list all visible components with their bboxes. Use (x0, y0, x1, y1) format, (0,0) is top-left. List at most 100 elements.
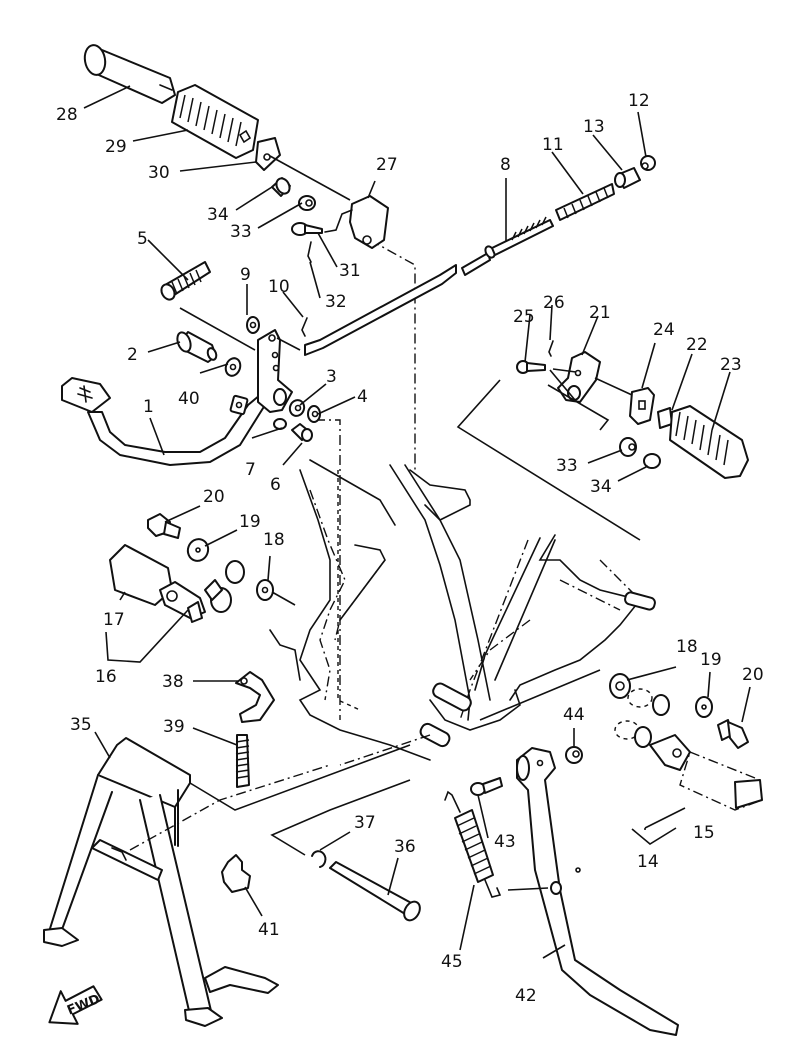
label-31[interactable]: 31 (339, 261, 361, 281)
label-2[interactable]: 2 (127, 345, 138, 365)
part-34-spring-right[interactable] (643, 453, 661, 469)
label-13[interactable]: 13 (583, 117, 605, 137)
part-36-shaft[interactable] (329, 861, 423, 923)
part-33-ball-right[interactable] (619, 437, 637, 457)
part-37-circlip[interactable] (311, 850, 327, 868)
part-1-brake-pedal[interactable] (61, 329, 293, 466)
part-29-footrest-rubber[interactable] (171, 84, 259, 159)
label-35[interactable]: 35 (70, 715, 92, 735)
label-3[interactable]: 3 (326, 367, 337, 387)
label-6[interactable]: 6 (270, 475, 281, 495)
label-22[interactable]: 22 (686, 335, 708, 355)
alignment-line (552, 368, 633, 396)
part-26-cotter-pin[interactable] (548, 340, 554, 357)
part-43-bolt[interactable] (470, 777, 503, 796)
label-28[interactable]: 28 (56, 105, 78, 125)
part-10-cotter-pin[interactable] (301, 317, 308, 337)
part-22-footrest[interactable] (657, 407, 673, 429)
part-20-bolt-right[interactable] (717, 719, 749, 749)
label-20-right[interactable]: 20 (742, 665, 764, 685)
part-15-footrest-rubber-right[interactable] (679, 751, 763, 811)
part-39-spring[interactable] (235, 734, 250, 788)
label-5[interactable]: 5 (137, 229, 148, 249)
label-4[interactable]: 4 (357, 387, 368, 407)
label-14[interactable]: 14 (637, 852, 659, 872)
label-23[interactable]: 23 (720, 355, 742, 375)
label-34-right[interactable]: 34 (590, 477, 612, 497)
label-11[interactable]: 11 (542, 135, 564, 155)
part-44-nut[interactable] (565, 746, 583, 764)
label-19-right[interactable]: 19 (700, 650, 722, 670)
label-38[interactable]: 38 (162, 672, 184, 692)
label-17[interactable]: 17 (103, 610, 125, 630)
part-18-damper[interactable] (256, 579, 274, 601)
part-12-nut[interactable] (640, 155, 656, 171)
label-32[interactable]: 32 (325, 292, 347, 312)
label-34[interactable]: 34 (207, 205, 229, 225)
label-45[interactable]: 45 (441, 952, 463, 972)
part-31-pin[interactable] (291, 222, 323, 236)
part-6-bolt[interactable] (291, 423, 313, 442)
part-19-washer[interactable] (185, 536, 211, 564)
label-37[interactable]: 37 (354, 813, 376, 833)
label-24[interactable]: 24 (653, 320, 675, 340)
part-27-bracket[interactable] (324, 195, 389, 249)
label-30[interactable]: 30 (148, 163, 170, 183)
label-42[interactable]: 42 (515, 986, 537, 1006)
alignment-line (315, 419, 341, 720)
label-20[interactable]: 20 (203, 487, 225, 507)
label-44[interactable]: 44 (563, 705, 585, 725)
label-43[interactable]: 43 (494, 832, 516, 852)
part-40-washer[interactable] (223, 356, 242, 378)
part-20-bolt[interactable] (147, 513, 181, 539)
label-19[interactable]: 19 (239, 512, 261, 532)
label-41[interactable]: 41 (258, 920, 280, 940)
part-18-damper-right[interactable] (609, 673, 631, 699)
part-24-plate[interactable] (629, 387, 655, 425)
label-21[interactable]: 21 (589, 303, 611, 323)
label-29[interactable]: 29 (105, 137, 127, 157)
label-26[interactable]: 26 (543, 293, 565, 313)
label-36[interactable]: 36 (394, 837, 416, 857)
part-33-ball[interactable] (298, 195, 316, 211)
part-2-pedal-shaft[interactable] (175, 331, 218, 363)
label-12[interactable]: 12 (628, 91, 650, 111)
part-32-cotter-pin[interactable] (307, 241, 312, 263)
alignment-line (276, 337, 301, 351)
label-27[interactable]: 27 (376, 155, 398, 175)
part-42-side-stand[interactable] (516, 747, 679, 1036)
part-45-spring[interactable] (444, 790, 502, 898)
part-19-washer-right[interactable] (695, 696, 713, 718)
part-13-joint[interactable] (614, 167, 641, 189)
label-15[interactable]: 15 (693, 823, 715, 843)
part-38-spring-hanger[interactable] (235, 671, 275, 723)
part-8-brake-rod[interactable] (304, 216, 554, 356)
label-25[interactable]: 25 (513, 307, 535, 327)
part-7-nut[interactable] (273, 418, 287, 430)
label-9[interactable]: 9 (240, 265, 251, 285)
label-39[interactable]: 39 (163, 717, 185, 737)
label-7[interactable]: 7 (245, 460, 256, 480)
part-9-circlip[interactable] (246, 316, 260, 334)
part-25-pin[interactable] (516, 360, 546, 374)
part-28-footrest-peg[interactable] (83, 43, 176, 104)
label-1[interactable]: 1 (143, 397, 154, 417)
label-8[interactable]: 8 (500, 155, 511, 175)
part-3-washer[interactable] (288, 398, 307, 418)
label-33[interactable]: 33 (230, 222, 252, 242)
label-18[interactable]: 18 (263, 530, 285, 550)
part-30-plate[interactable] (255, 137, 281, 171)
part-4-circlip[interactable] (307, 405, 321, 423)
part-14-footrest-right[interactable] (614, 688, 691, 771)
label-16[interactable]: 16 (95, 667, 117, 687)
label-40[interactable]: 40 (178, 389, 200, 409)
label-18-right[interactable]: 18 (676, 637, 698, 657)
part-34-bush[interactable] (271, 176, 292, 197)
part-11-spring[interactable] (555, 183, 615, 221)
part-23-footrest-rubber[interactable] (669, 405, 749, 479)
label-33-right[interactable]: 33 (556, 456, 578, 476)
part-5-return-spring[interactable] (159, 261, 211, 302)
part-16-footrest[interactable] (159, 560, 245, 623)
label-10[interactable]: 10 (268, 277, 290, 297)
part-41-stopper[interactable] (221, 854, 251, 893)
